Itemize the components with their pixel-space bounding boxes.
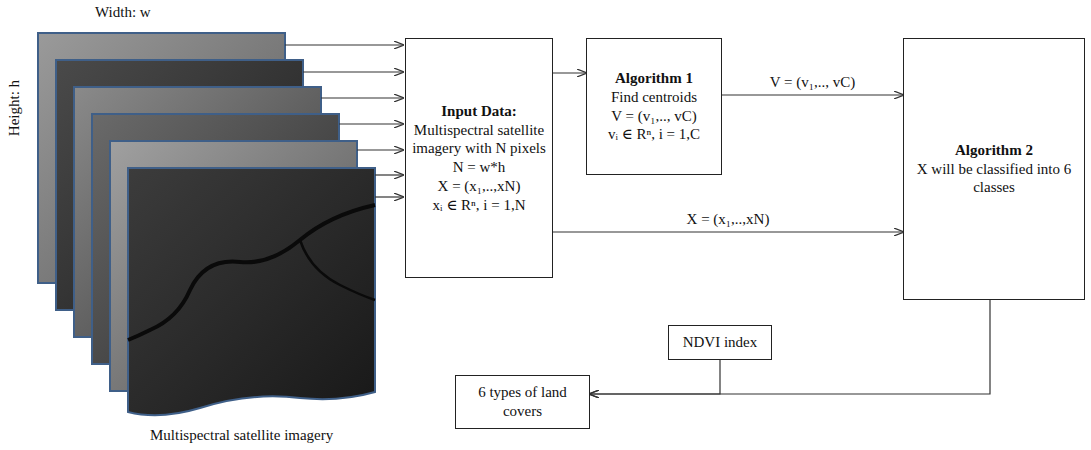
- connector-arrow: [553, 72, 586, 73]
- algorithm-box: Algorithm 2X will be classified into 6 c…: [903, 38, 1085, 300]
- input-arrow: [375, 196, 403, 197]
- box-content: NDVI index: [669, 328, 771, 357]
- input-arrow: [339, 123, 403, 124]
- box-text: Find centroids: [593, 88, 715, 107]
- box-content: Algorithm 2X will be classified into 6 c…: [904, 136, 1084, 202]
- box-text: N = w*h: [412, 158, 546, 177]
- output-box: 6 types of land covers: [455, 375, 590, 429]
- box-content: 6 types of land covers: [456, 378, 589, 426]
- box-text: NDVI index: [675, 333, 765, 352]
- connector-arrow: [553, 231, 903, 232]
- box-heading: Algorithm 2: [910, 141, 1078, 160]
- connector-arrow: [590, 360, 720, 394]
- input-arrow: [375, 174, 403, 175]
- input-arrow: [285, 44, 403, 45]
- river: [128, 205, 375, 340]
- image-caption: Multispectral satellite imagery: [150, 426, 333, 444]
- input-arrow: [303, 71, 403, 72]
- dimension-label: Height: h: [5, 80, 23, 136]
- index-box: NDVI index: [668, 325, 772, 360]
- connector-arrow: [722, 94, 903, 95]
- river: [300, 240, 375, 300]
- input-arrow: [357, 149, 403, 150]
- box-text: vᵢ ∈ Rⁿ, i = 1,C: [593, 125, 715, 144]
- connector-arrow: [590, 300, 990, 394]
- input-arrows: [285, 45, 403, 197]
- box-text: Multispectral satellite imagery with N p…: [412, 121, 546, 159]
- box-text: X will be classified into 6 classes: [910, 160, 1078, 198]
- dimension-label: Width: w: [95, 3, 151, 21]
- box-content: Algorithm 1Find centroidsV = (v₁,.., vC)…: [587, 64, 721, 149]
- image-layer: [128, 168, 375, 415]
- algorithm-box: Algorithm 1Find centroidsV = (v₁,.., vC)…: [586, 38, 722, 175]
- edge-label: X = (x₁,..,xN): [685, 210, 772, 228]
- box-heading: Input Data:: [412, 102, 546, 121]
- edge-label: V = (v₁,.., vC): [768, 73, 858, 91]
- input-arrow: [321, 97, 403, 98]
- box-text: X = (x₁,..,xN): [412, 177, 546, 196]
- input-box: Input Data:Multispectral satellite image…: [405, 38, 553, 278]
- box-heading: Algorithm 1: [593, 69, 715, 88]
- box-content: Input Data:Multispectral satellite image…: [406, 97, 552, 220]
- box-text: 6 types of land covers: [462, 383, 583, 421]
- box-text: xᵢ ∈ Rⁿ, i = 1,N: [412, 196, 546, 215]
- box-text: V = (v₁,.., vC): [593, 107, 715, 126]
